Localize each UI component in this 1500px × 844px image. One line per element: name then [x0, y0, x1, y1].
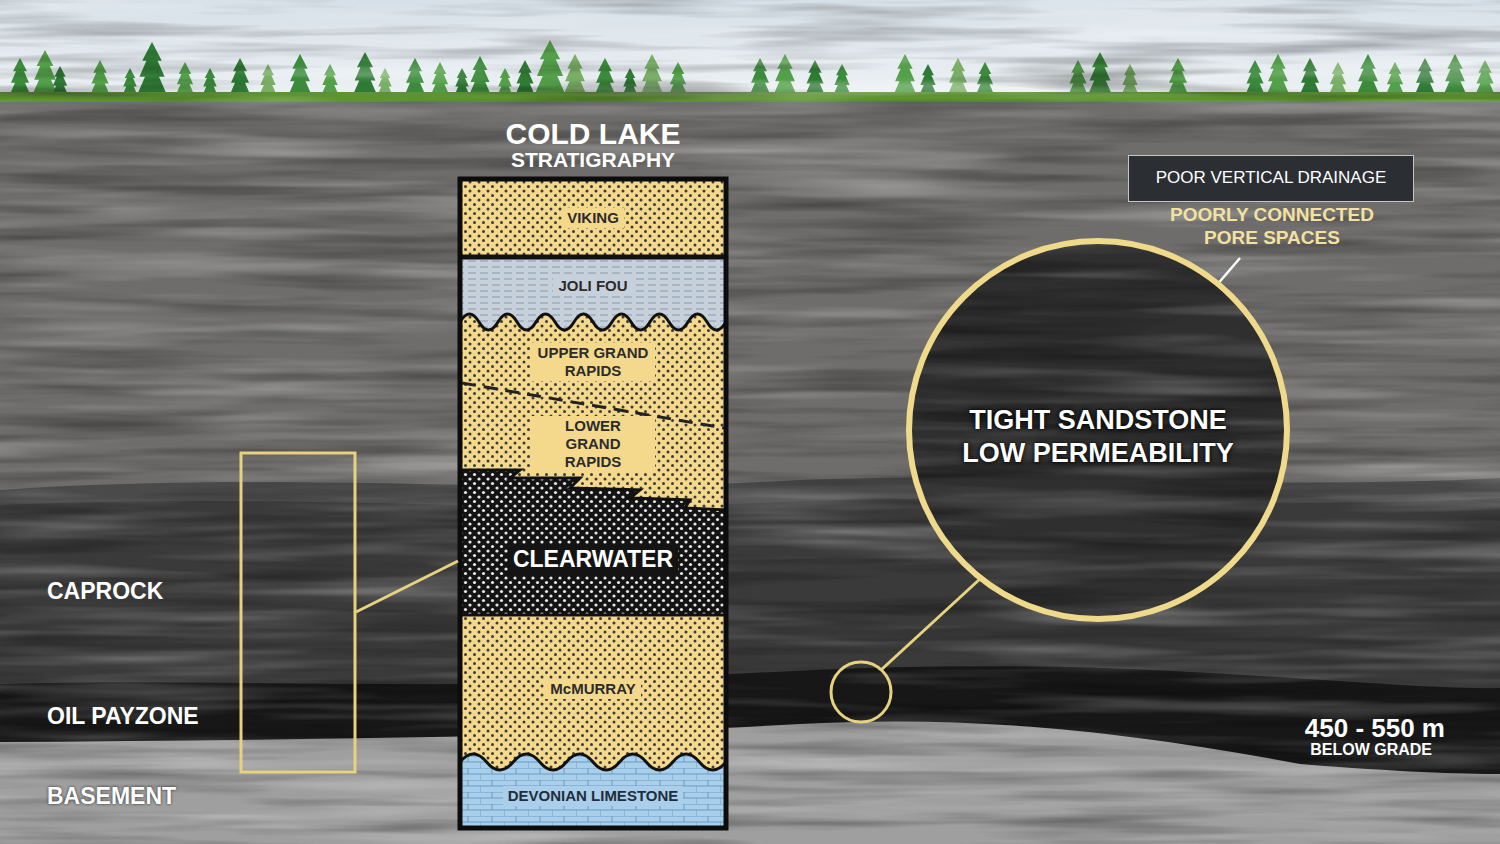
column-subtitle: STRATIGRAPHY [511, 149, 675, 171]
layer-name: UPPER GRAND RAPIDS [531, 343, 655, 381]
layer-name: DEVONIAN LIMESTONE [503, 786, 684, 806]
tree [536, 40, 565, 98]
clearwater-layer [460, 470, 726, 615]
note-box: POOR VERTICAL DRAINAGE [1128, 155, 1414, 202]
sand-fill [460, 179, 726, 828]
tree [1267, 54, 1289, 98]
rock-texture [0, 102, 1500, 844]
note-text: POOR VERTICAL DRAINAGE [1156, 168, 1387, 188]
layer-band: CLEARWATER [460, 499, 726, 621]
rock-texture [0, 102, 1500, 844]
core-frame [241, 453, 355, 772]
rock-texture [906, 238, 1290, 622]
stratigraphy-column [460, 179, 726, 828]
layer-label: BASEMENT [47, 785, 176, 808]
tree [1089, 52, 1112, 98]
tree-row [10, 40, 1495, 98]
layer-name: CLEARWATER [508, 545, 678, 575]
rock-texture [906, 238, 1290, 622]
shale-layer [460, 258, 726, 330]
tree [289, 54, 311, 98]
layer-band: VIKING [460, 179, 726, 256]
column-border [460, 179, 726, 828]
column-title: COLD LAKE [506, 119, 681, 149]
tree [33, 50, 57, 98]
depth-value: 450 - 550 m [1305, 715, 1445, 741]
tree [470, 56, 491, 98]
tree [1357, 54, 1379, 98]
magnifier-circle: TIGHT SANDSTONELOW PERMEABILITY [906, 238, 1290, 622]
layer-label: CAPROCK [47, 580, 163, 603]
magnifier-heading: TIGHT SANDSTONE [969, 404, 1227, 437]
layer-name: McMURRAY [545, 679, 640, 699]
layer-name: JOLI FOU [553, 276, 632, 296]
layer-band: JOLI FOU [460, 256, 726, 316]
leader-line [356, 561, 458, 612]
magnifier-ring [909, 241, 1287, 619]
tree [894, 54, 916, 98]
sky [0, 0, 1500, 104]
tree [1444, 54, 1466, 98]
callout-note: POORLY CONNECTED PORE SPACES [1147, 204, 1397, 250]
stratigraphy-column: COLD LAKESTRATIGRAPHYVIKINGJOLI FOUUPPER… [460, 179, 726, 828]
leader-line [881, 578, 981, 670]
layer-band: UPPER GRAND RAPIDS [460, 327, 726, 397]
layer-band: LOWER GRAND RAPIDS [460, 409, 726, 479]
tree [564, 54, 586, 98]
layer-band: McMURRAY [460, 624, 726, 754]
limestone-layer [460, 754, 726, 828]
layer-band: DEVONIAN LIMESTONE [460, 764, 726, 828]
tree [774, 54, 796, 98]
layer-name: VIKING [562, 208, 624, 228]
layer-label: OIL PAYZONE [47, 705, 199, 728]
layer-name: LOWER GRAND RAPIDS [531, 416, 655, 472]
tree [138, 42, 166, 98]
upper-ground [0, 102, 1500, 844]
magnifier-body: LOW PERMEABILITY [962, 437, 1234, 470]
tree [641, 54, 663, 98]
tree [354, 52, 377, 98]
depth-unit: BELOW GRADE [1310, 742, 1432, 758]
